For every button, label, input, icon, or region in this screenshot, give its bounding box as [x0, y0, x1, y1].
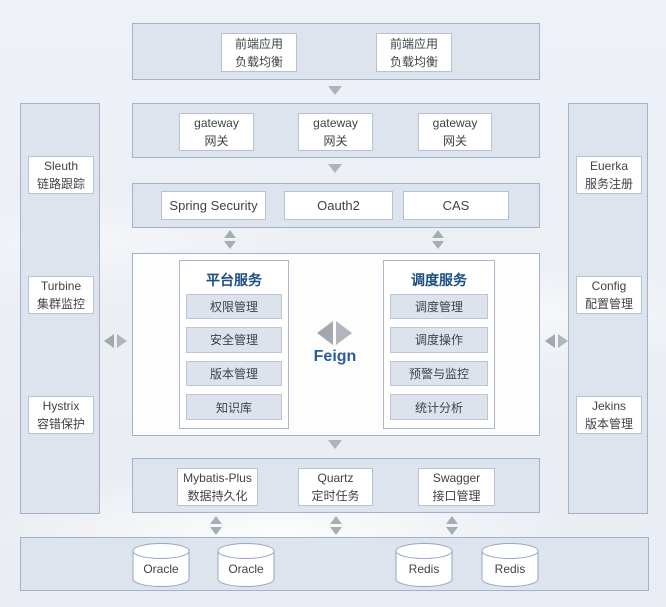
node-eureka: Euerka 服务注册 [576, 156, 642, 194]
down-arrow-icon [328, 440, 342, 449]
up-down-arrow-icon [210, 516, 222, 535]
node-label: 前端应用 [389, 36, 438, 51]
node-label: Sleuth [43, 159, 79, 173]
node-label: gateway [432, 116, 478, 130]
node-jenkins: Jekins 版本管理 [576, 396, 642, 434]
left-right-arrow-icon [545, 334, 568, 348]
node-gateway-1: gateway 网关 [179, 113, 254, 151]
schedule-item-stats: 统计分析 [390, 394, 488, 420]
node-label: 接口管理 [432, 489, 481, 503]
node-oauth2: Oauth2 [284, 191, 393, 220]
node-label: 负载均衡 [234, 54, 283, 69]
node-label: 网关 [204, 134, 229, 148]
db-label: Redis [494, 562, 526, 576]
platform-services-panel: 平台服务 权限管理 安全管理 版本管理 知识库 [179, 260, 289, 429]
node-label: 集群监控 [36, 297, 85, 311]
db-label: Oracle [228, 562, 264, 576]
down-arrow-icon [328, 86, 342, 95]
node-hystrix: Hystrix 容错保护 [28, 396, 94, 434]
database-layer-container: Oracle Oracle Redis Redis [20, 537, 649, 591]
up-down-arrow-icon [330, 516, 342, 535]
node-frontend-lb-1: 前端应用 负载均衡 [221, 33, 297, 72]
database-cylinder-icon: Redis [480, 542, 540, 588]
node-label: 链路跟踪 [36, 177, 85, 191]
up-down-arrow-icon [224, 230, 236, 249]
node-spring-security: Spring Security [161, 191, 266, 220]
feign-label: Feign [313, 348, 357, 365]
up-down-arrow-icon [432, 230, 444, 249]
node-label: Config [591, 279, 627, 293]
node-label: Jekins [591, 399, 626, 413]
node-label: gateway [194, 116, 239, 130]
panel-title: 调度服务 [411, 272, 467, 289]
platform-item-permission: 权限管理 [186, 293, 282, 320]
down-arrow-icon [328, 164, 342, 173]
node-label: Spring Security [169, 197, 258, 213]
platform-item-knowledge: 知识库 [186, 394, 282, 420]
node-label: Turbine [40, 279, 82, 293]
left-right-arrow-icon [317, 321, 352, 345]
database-cylinder-icon: Oracle [131, 542, 191, 588]
db-label: Oracle [143, 562, 179, 576]
node-label: CAS [442, 197, 470, 213]
node-sleuth: Sleuth 链路跟踪 [28, 156, 94, 194]
middleware-layer-container: Mybatis-Plus 数据持久化 Quartz 定时任务 Swagger 接… [132, 458, 540, 513]
platform-item-version: 版本管理 [186, 360, 282, 387]
schedule-item-operate: 调度操作 [390, 327, 488, 353]
node-label: 容错保护 [36, 417, 85, 431]
panel-title: 平台服务 [206, 272, 262, 289]
schedule-item-alert: 预警与监控 [390, 360, 488, 387]
node-label: Swagger [432, 471, 481, 485]
node-frontend-lb-2: 前端应用 负载均衡 [376, 33, 452, 72]
frontend-layer-container: 前端应用 负载均衡 前端应用 负载均衡 [132, 23, 540, 80]
node-gateway-2: gateway 网关 [298, 113, 373, 151]
node-config: Config 配置管理 [576, 276, 642, 314]
node-label: 负载均衡 [389, 54, 438, 69]
node-label: 服务注册 [584, 177, 633, 191]
node-mybatis-plus: Mybatis-Plus 数据持久化 [177, 468, 258, 506]
database-cylinder-icon: Redis [394, 542, 454, 588]
left-right-arrow-icon [104, 334, 127, 348]
node-label: 数据持久化 [187, 489, 248, 503]
node-label: Mybatis-Plus [183, 471, 252, 485]
node-label: 网关 [442, 134, 467, 148]
node-label: 配置管理 [584, 297, 633, 311]
services-container: 平台服务 权限管理 安全管理 版本管理 知识库 Feign 调度服务 调度管理 … [132, 253, 540, 436]
gateway-layer-container: gateway 网关 gateway 网关 gateway 网关 [132, 103, 540, 158]
node-label: Oauth2 [317, 197, 360, 213]
node-swagger: Swagger 接口管理 [418, 468, 495, 506]
schedule-item-manage: 调度管理 [390, 293, 488, 320]
node-gateway-3: gateway 网关 [418, 113, 492, 151]
up-down-arrow-icon [446, 516, 458, 535]
node-label: Quartz [317, 471, 354, 485]
schedule-services-panel: 调度服务 调度管理 调度操作 预警与监控 统计分析 [383, 260, 495, 429]
node-label: 网关 [323, 134, 348, 148]
node-cas: CAS [403, 191, 509, 220]
node-label: 前端应用 [234, 36, 283, 51]
platform-item-security: 安全管理 [186, 327, 282, 353]
node-label: gateway [313, 116, 358, 130]
node-quartz: Quartz 定时任务 [298, 468, 373, 506]
node-label: 版本管理 [584, 417, 633, 431]
auth-layer-container: Spring Security Oauth2 CAS [132, 183, 540, 228]
node-label: Hystrix [42, 399, 80, 413]
left-sidebar-container: Sleuth 链路跟踪 Turbine 集群监控 Hystrix 容错保护 [20, 103, 100, 514]
node-turbine: Turbine 集群监控 [28, 276, 94, 314]
right-sidebar-container: Euerka 服务注册 Config 配置管理 Jekins 版本管理 [568, 103, 648, 514]
database-cylinder-icon: Oracle [216, 542, 276, 588]
node-label: Euerka [589, 159, 629, 173]
node-label: 定时任务 [311, 489, 360, 503]
db-label: Redis [408, 562, 440, 576]
